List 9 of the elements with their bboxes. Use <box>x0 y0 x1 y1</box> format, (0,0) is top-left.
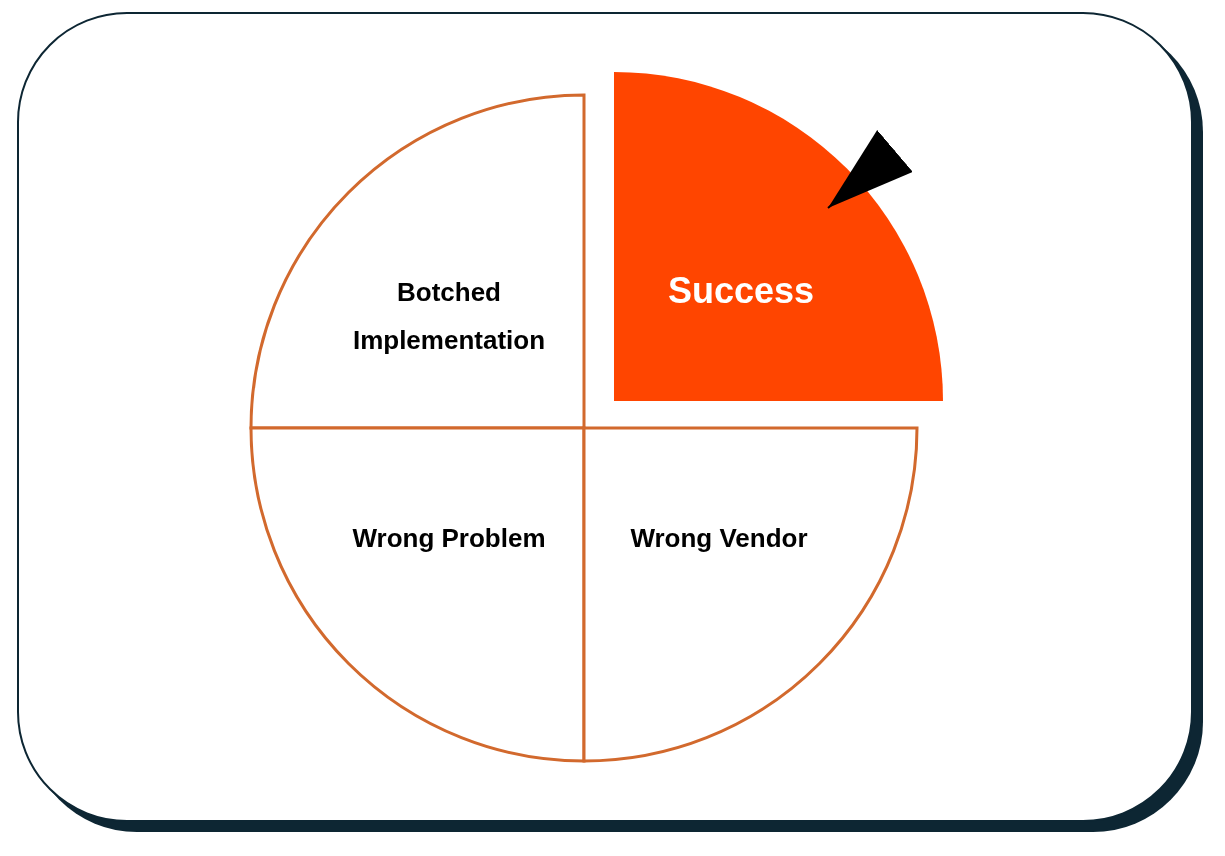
pointer-arrow <box>827 130 913 209</box>
slice-label: Wrong Vendor <box>629 522 809 555</box>
pie-slice <box>251 428 584 761</box>
slice-label: Wrong Problem <box>351 522 547 555</box>
slice-label: Success <box>666 269 816 313</box>
pie-slice <box>614 72 943 401</box>
pie-slice <box>251 95 584 428</box>
slice-label: Botched Implementation <box>351 276 547 357</box>
pie-slice <box>584 428 917 761</box>
